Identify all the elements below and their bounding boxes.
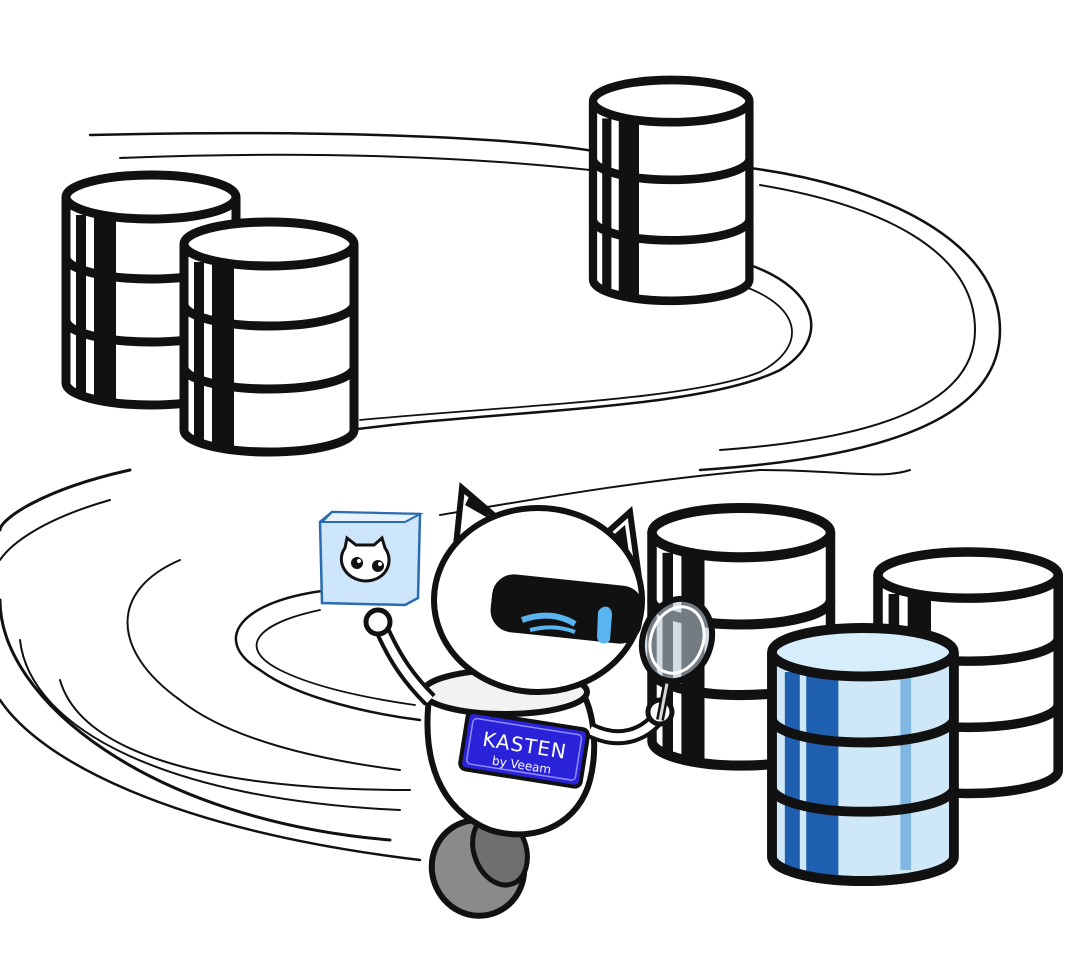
magnifying-glass-icon	[638, 595, 716, 721]
robot-cat-mascot: KASTEN by Veeam	[318, 481, 716, 919]
mascot-head	[431, 481, 645, 695]
kasten-badge: KASTEN by Veeam	[458, 710, 591, 789]
ice-cube-icon	[318, 510, 424, 607]
database-icon	[184, 222, 354, 452]
cat-icon	[339, 535, 391, 583]
motion-lines	[0, 131, 1002, 862]
database-icon	[593, 80, 749, 301]
database-icon	[772, 628, 954, 881]
wheel	[428, 812, 530, 919]
